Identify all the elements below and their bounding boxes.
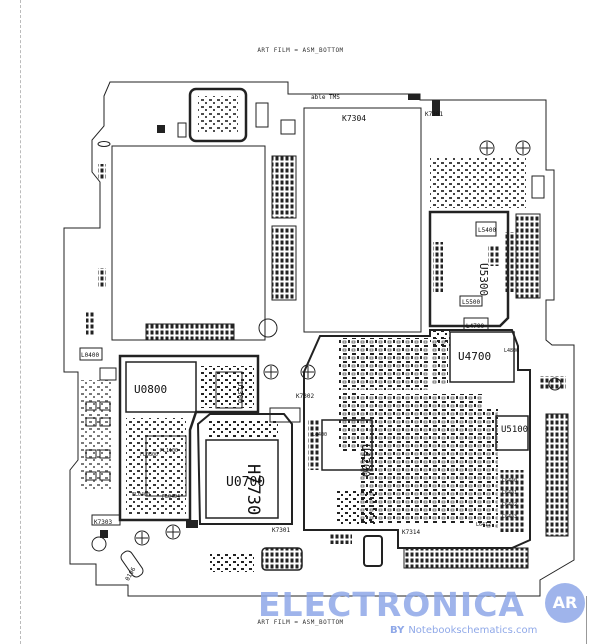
label-u5100: U5100 [501, 425, 528, 435]
board-outline [63, 81, 575, 597]
label-h7730: H7730 [243, 464, 263, 515]
label-fl0400: FL0400 [132, 492, 150, 498]
label-l4700: L4700 [466, 323, 484, 330]
watermark-by: BY [390, 625, 405, 636]
label-l5500: L5500 [462, 299, 480, 306]
label-l0400: L0400 [81, 352, 99, 359]
label-able-tms: able TMS [311, 94, 340, 101]
watermark-site: Notebookschematics.com [408, 625, 538, 636]
label-k7302: K7302 [296, 393, 314, 400]
page-margin-line [20, 0, 21, 644]
label-u0700: U0700 [226, 475, 265, 490]
art-film-title-top: ART FILM = ASM_BOTTOM [257, 47, 344, 54]
label-u4200: U4200 [359, 444, 372, 477]
art-film-title-bottom: ART FILM = ASM_BOTTOM [257, 619, 344, 626]
label-0106: 0106 [124, 566, 137, 582]
shield-u0800 [118, 354, 260, 522]
label-c6440: C6440 [502, 478, 517, 484]
label-l4806: L4806 [504, 348, 519, 354]
shield-can-left [111, 145, 266, 341]
watermark-brand: ELECTRONICA [258, 585, 525, 624]
label-u5300: U5300 [477, 263, 490, 296]
label-c6442: C6442 [502, 502, 517, 508]
label-k7304: K7304 [342, 114, 366, 123]
label-u1300: U1300 [236, 382, 244, 403]
label-k7303: K7303 [94, 519, 112, 526]
label-l4400: L4400 [312, 432, 327, 438]
label-k7301-top: K7301 [425, 111, 443, 118]
label-l6412: L6412 [476, 522, 491, 528]
label-k7301-bottom: K7301 [272, 527, 290, 534]
label-fl0404: FL0404 [162, 494, 180, 500]
shield-can-center [303, 107, 422, 333]
label-fl1100: FL1100 [160, 448, 178, 454]
watermark-badge-icon: AR [545, 583, 585, 623]
label-l5400: L5400 [478, 227, 496, 234]
label-k7314: K7314 [402, 529, 420, 536]
right-margin-line [586, 596, 587, 644]
label-c6441: C6441 [502, 490, 517, 496]
label-u0800: U0800 [134, 383, 167, 396]
label-fl0800: FL0800 [140, 452, 158, 458]
label-c6443: C6443 [502, 514, 517, 520]
label-u4700: U4700 [458, 350, 491, 363]
